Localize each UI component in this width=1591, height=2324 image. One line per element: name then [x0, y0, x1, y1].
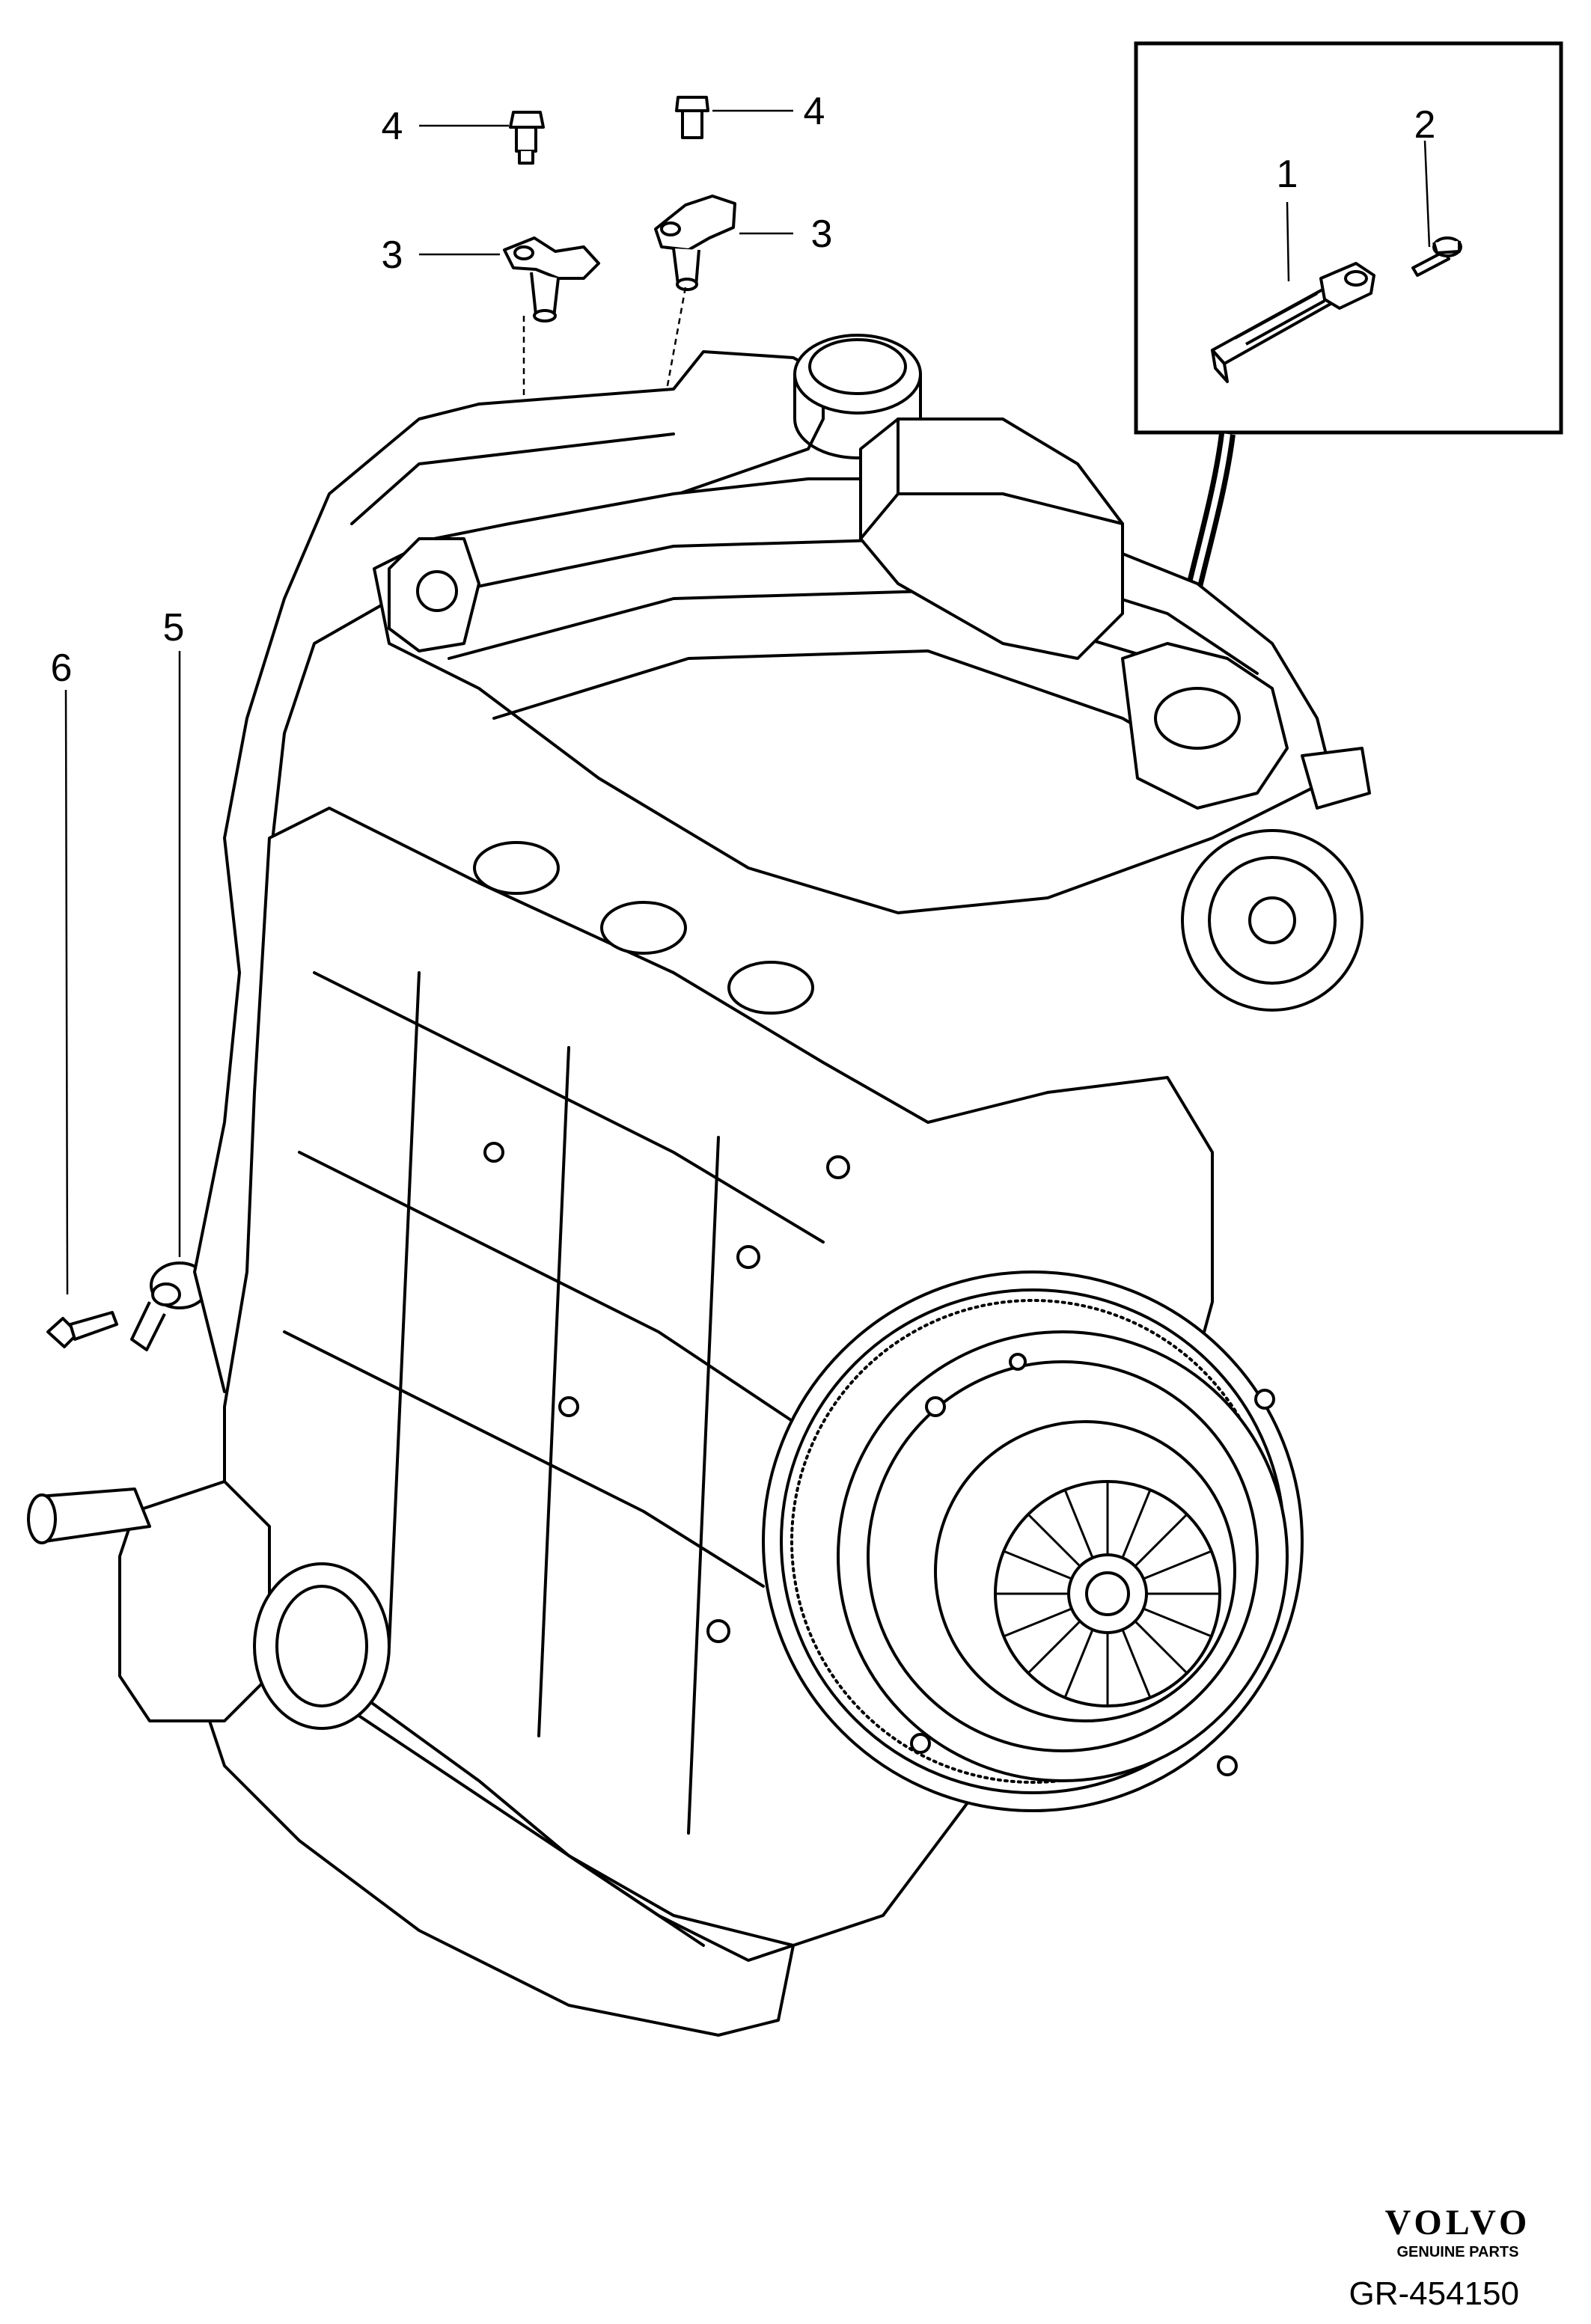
callout-6: 6: [51, 646, 73, 690]
engine-assembly: [27, 334, 1371, 2037]
bolt-part-4-left: [509, 111, 545, 165]
bolt-part-4-right: [675, 96, 709, 139]
callout-2: 2: [1414, 103, 1436, 147]
callout-1: 1: [1277, 153, 1298, 196]
callout-3-left: 3: [382, 233, 403, 277]
brand-logo: VOLVO: [1385, 2203, 1531, 2242]
reference-number: GR-454150: [1349, 2275, 1519, 2312]
brand-tagline: GENUINE PARTS: [1397, 2244, 1519, 2260]
callout-3-right: 3: [811, 212, 833, 256]
speed-sensor-part-1: [1211, 262, 1375, 383]
inset-box: [1134, 41, 1563, 623]
bolt-part-6: [46, 1311, 118, 1348]
sensor-part-3-right: [654, 195, 736, 291]
brand-block: VOLVO GENUINE PARTS GR-454150: [1349, 2203, 1531, 2312]
callout-4-left: 4: [382, 105, 403, 148]
callout-4-right: 4: [804, 90, 825, 133]
sensor-part-3-left: [503, 236, 600, 322]
callout-5: 5: [163, 606, 185, 649]
screw-part-2: [1411, 236, 1462, 277]
callout-labels: 1 2 3 3 4 4 5 6: [51, 90, 1436, 690]
